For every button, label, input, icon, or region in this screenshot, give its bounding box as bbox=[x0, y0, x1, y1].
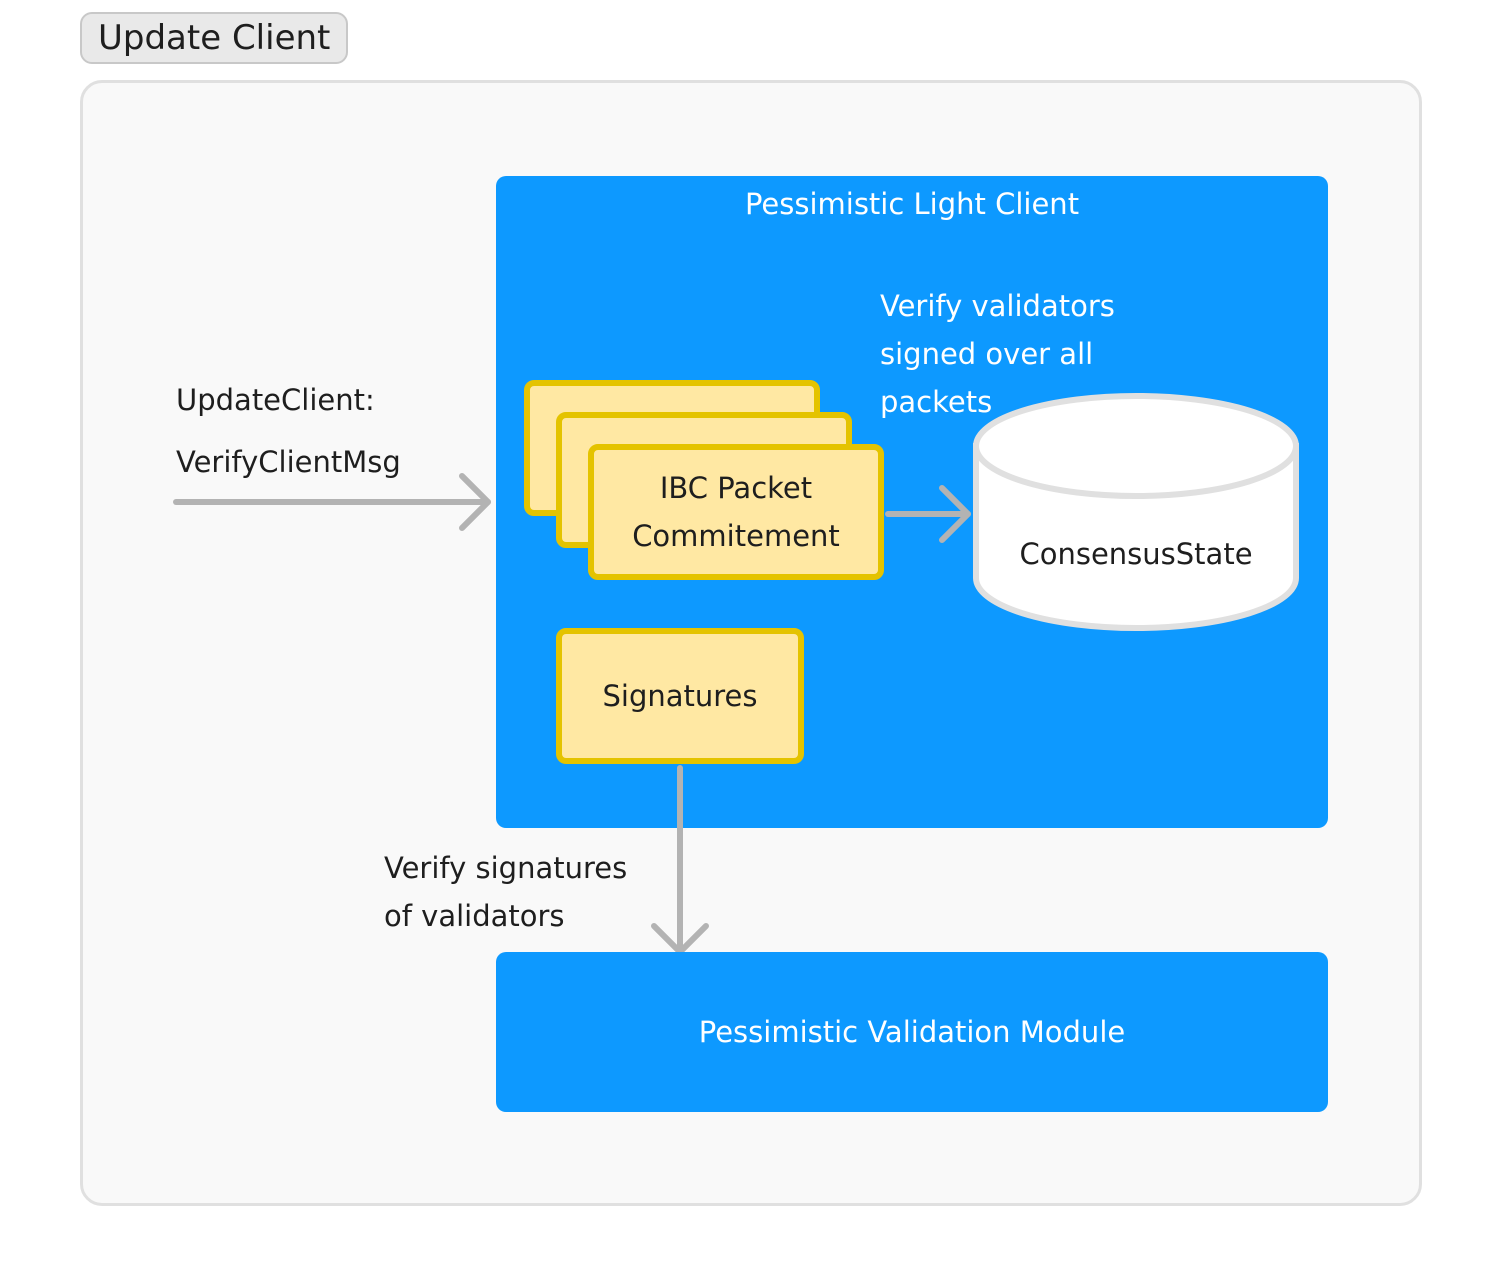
update-client-note-line2: VerifyClientMsg bbox=[176, 445, 401, 479]
consensus-state-cylinder[interactable] bbox=[973, 393, 1299, 631]
update-client-note-line1: UpdateClient: bbox=[176, 383, 375, 417]
signatures-label: Signatures bbox=[602, 679, 758, 713]
verify-signatures-note-line1: Verify signatures bbox=[384, 851, 628, 885]
verify-validators-note-line1: Verify validators bbox=[880, 289, 1115, 323]
packet-commitment-label-line2: Commitement bbox=[632, 519, 840, 553]
frame-title-tab[interactable]: Update Client bbox=[80, 12, 348, 64]
pessimistic-validation-module-title: Pessimistic Validation Module bbox=[698, 1015, 1126, 1049]
consensus-state-label: ConsensusState bbox=[1019, 537, 1253, 571]
frame-title: Update Client bbox=[98, 18, 331, 58]
verify-validators-note-line3: packets bbox=[880, 385, 993, 419]
packet-commitment-card[interactable]: IBC Packet Commitement bbox=[588, 444, 884, 580]
verify-validators-note-line2: signed over all bbox=[880, 337, 1094, 371]
verify-signatures-note-line2: of validators bbox=[384, 899, 565, 933]
packet-commitment-label-line1: IBC Packet bbox=[659, 471, 813, 505]
pessimistic-light-client-title: Pessimistic Light Client bbox=[744, 187, 1080, 221]
pessimistic-validation-module[interactable]: Pessimistic Validation Module bbox=[496, 952, 1328, 1112]
signatures-card[interactable]: Signatures bbox=[556, 628, 804, 764]
